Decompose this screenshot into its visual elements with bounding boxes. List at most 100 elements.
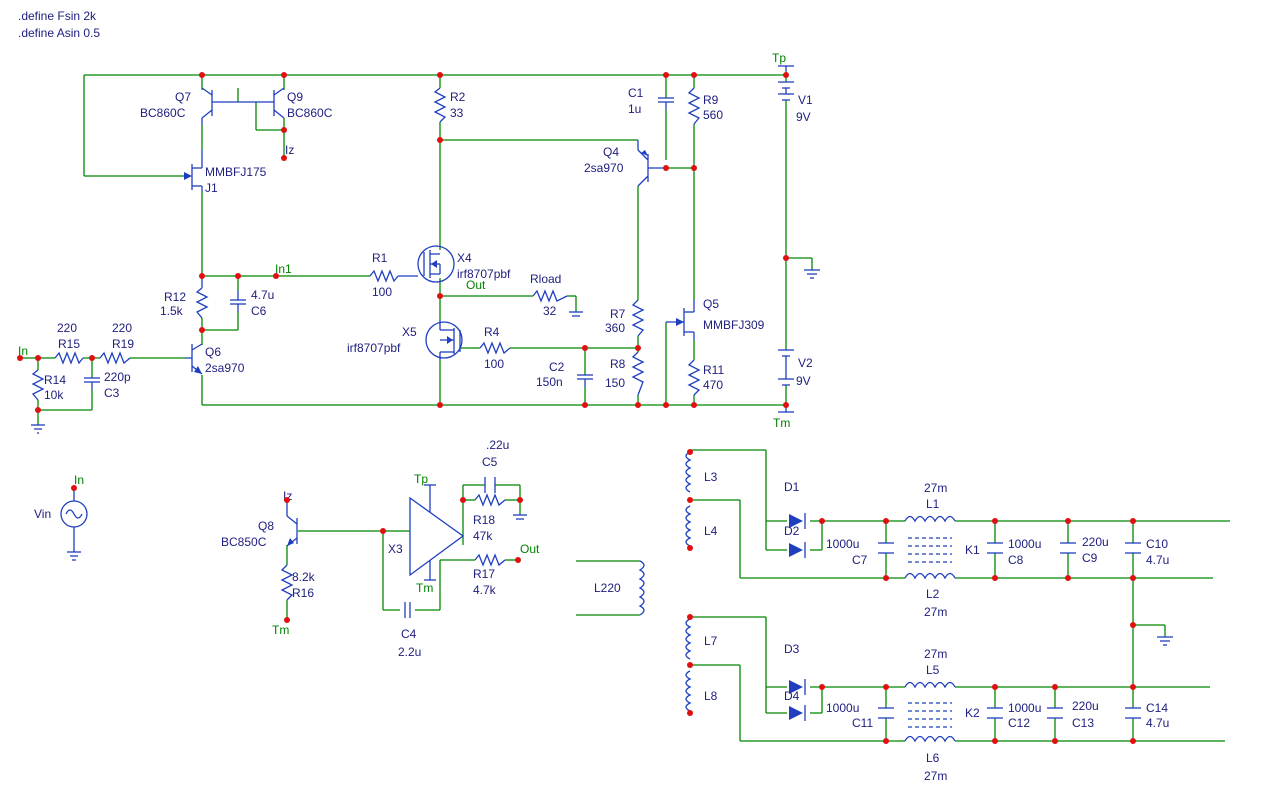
- q8-transistor[interactable]: [286, 500, 298, 547]
- r17-resistor[interactable]: [474, 553, 506, 567]
- d4-diode[interactable]: [789, 705, 806, 721]
- c9-capacitor[interactable]: [1060, 542, 1076, 554]
- r4-resistor[interactable]: [479, 341, 511, 355]
- l8-inductor[interactable]: [685, 670, 692, 712]
- c7-label: C7: [852, 553, 868, 567]
- q6-value: 2sa970: [205, 361, 245, 375]
- x5-label: X5: [402, 325, 417, 339]
- tm-label-opamp: Tm: [416, 581, 433, 595]
- c10-capacitor[interactable]: [1125, 542, 1141, 554]
- r11-resistor[interactable]: [687, 359, 701, 396]
- l3-inductor[interactable]: [685, 451, 692, 493]
- v2-battery[interactable]: [778, 349, 794, 386]
- l1-inductor[interactable]: [904, 515, 956, 523]
- q5-jfet[interactable]: [666, 300, 695, 340]
- c12-capacitor[interactable]: [987, 707, 1003, 719]
- x4-label: X4: [457, 251, 472, 265]
- l6-inductor[interactable]: [904, 735, 956, 743]
- v1-battery[interactable]: [778, 81, 794, 101]
- r12-resistor[interactable]: [195, 287, 209, 319]
- c5-label: C5: [482, 455, 498, 469]
- l6-label: L6: [926, 751, 940, 765]
- q9-transistor[interactable]: [238, 87, 285, 119]
- c14-value: 4.7u: [1146, 716, 1169, 730]
- r8-resistor[interactable]: [631, 351, 645, 396]
- l4-label: L4: [704, 524, 718, 538]
- v2-label: V2: [798, 356, 813, 370]
- r14-label: R14: [44, 373, 66, 387]
- in1-net-label: In1: [275, 262, 292, 276]
- r16-resistor[interactable]: [280, 564, 294, 601]
- c14-capacitor[interactable]: [1125, 707, 1141, 719]
- l220-inductor[interactable]: [576, 560, 645, 616]
- c13-capacitor[interactable]: [1047, 707, 1063, 719]
- r15-resistor[interactable]: [54, 351, 84, 365]
- r1-value: 100: [372, 285, 392, 299]
- r16-label: R16: [292, 586, 314, 600]
- r11-value: 470: [703, 378, 723, 392]
- r1-label: R1: [372, 251, 388, 265]
- tm-label-q8: Tm: [272, 623, 289, 637]
- c4-value: 2.2u: [398, 645, 421, 659]
- r17-label: R17: [473, 567, 495, 581]
- vin-source[interactable]: [60, 488, 88, 561]
- d3-diode[interactable]: [789, 679, 806, 695]
- q7-value: BC860C: [140, 106, 186, 120]
- r16-value: 8.2k: [292, 570, 316, 584]
- c11-capacitor[interactable]: [878, 707, 894, 719]
- r14-resistor[interactable]: [31, 369, 45, 401]
- r9-resistor[interactable]: [687, 87, 701, 125]
- x5-mosfet[interactable]: [425, 320, 463, 360]
- l2-label: L2: [926, 587, 940, 601]
- iz-label-top: Iz: [285, 143, 294, 157]
- out-net-label-opamp: Out: [520, 542, 540, 556]
- rload-resistor[interactable]: [532, 289, 568, 303]
- l6-value: 27m: [924, 769, 947, 783]
- q4-label: Q4: [603, 145, 619, 159]
- l7-label: L7: [704, 634, 718, 648]
- l2-inductor[interactable]: [904, 572, 956, 580]
- main-wires: [20, 74, 813, 425]
- r19-resistor[interactable]: [99, 351, 131, 365]
- c5-capacitor[interactable]: [484, 477, 496, 493]
- r12-label: R12: [164, 290, 186, 304]
- l5-inductor[interactable]: [904, 681, 956, 689]
- d1-diode[interactable]: [789, 513, 806, 529]
- r7-resistor[interactable]: [631, 299, 645, 337]
- r18-resistor[interactable]: [474, 493, 506, 507]
- r18-label: R18: [473, 513, 495, 527]
- rload-value: 32: [543, 304, 557, 318]
- j1-jfet[interactable]: [184, 150, 203, 192]
- r1-resistor[interactable]: [369, 269, 399, 283]
- q5-label: Q5: [703, 297, 719, 311]
- q6-transistor[interactable]: [185, 343, 203, 375]
- q8-label: Q8: [258, 519, 274, 533]
- l4-inductor[interactable]: [685, 505, 692, 547]
- q4-transistor[interactable]: [637, 140, 666, 187]
- c3-capacitor[interactable]: [84, 377, 100, 390]
- r18-value: 47k: [473, 529, 493, 543]
- c2-capacitor[interactable]: [577, 374, 593, 387]
- in-net-label: In: [18, 344, 28, 358]
- psu-bottom-wires: [690, 616, 1225, 742]
- l7-inductor[interactable]: [685, 618, 692, 660]
- c6-capacitor[interactable]: [230, 290, 246, 312]
- q7-transistor[interactable]: [201, 87, 238, 125]
- x3-label: X3: [388, 542, 403, 556]
- q7-label: Q7: [175, 90, 191, 104]
- r8-value: 150: [605, 376, 625, 390]
- c8-capacitor[interactable]: [987, 542, 1003, 554]
- c7-capacitor[interactable]: [878, 542, 894, 554]
- c5-value: .22u: [486, 438, 509, 452]
- x3-opamp[interactable]: [409, 484, 465, 581]
- l5-label: L5: [926, 663, 940, 677]
- d2-diode[interactable]: [789, 542, 806, 558]
- r2-resistor[interactable]: [433, 87, 447, 123]
- r9-value: 560: [703, 108, 723, 122]
- c4-capacitor[interactable]: [404, 602, 411, 618]
- vin-in-label: In: [74, 473, 84, 487]
- c1-capacitor[interactable]: [658, 97, 674, 110]
- x4-mosfet[interactable]: [417, 245, 455, 283]
